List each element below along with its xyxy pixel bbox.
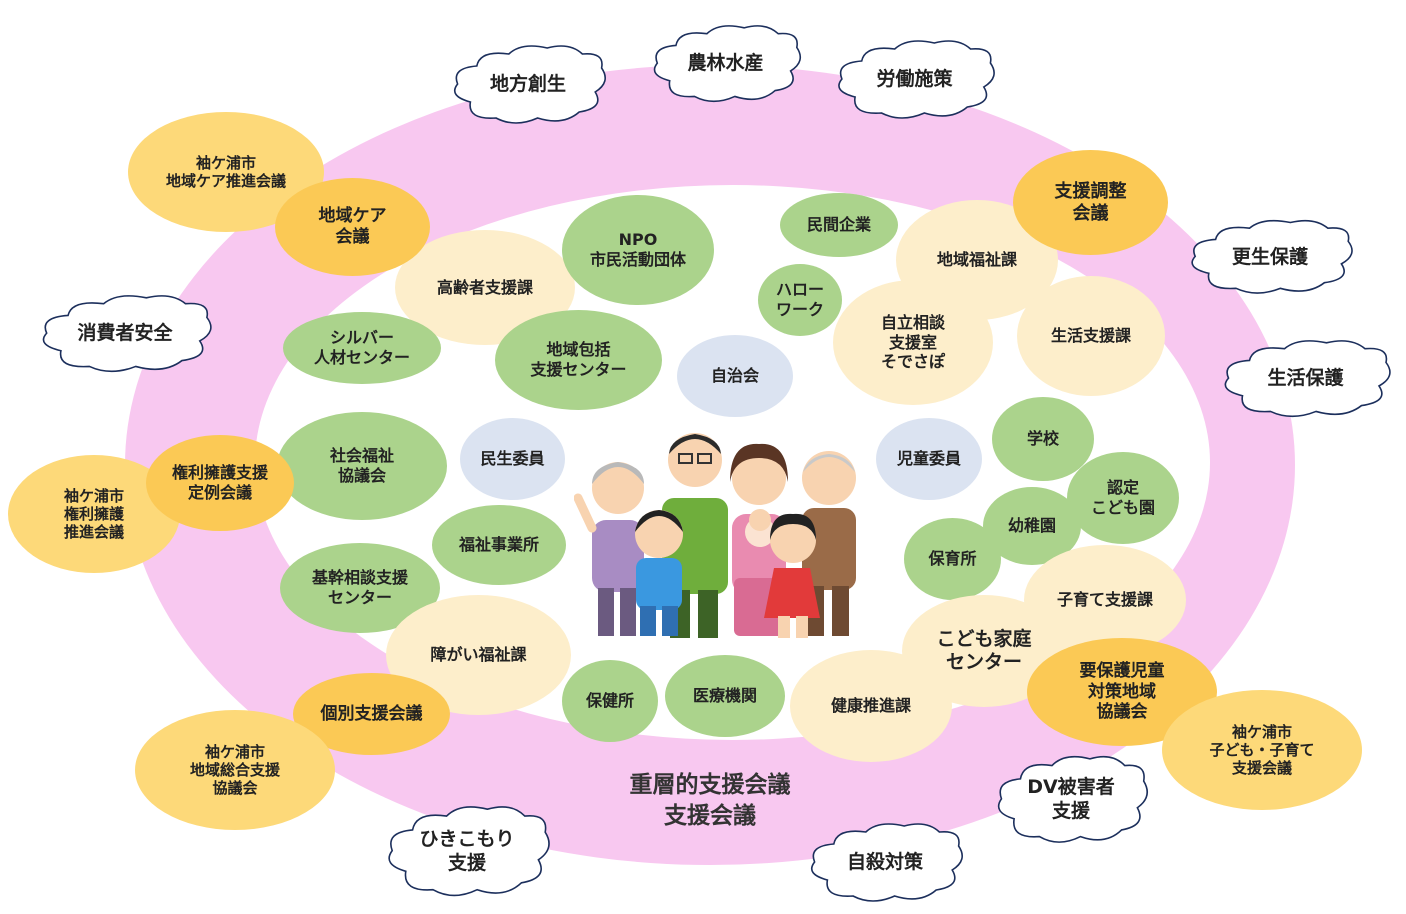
agency-iryou: 医療機関 bbox=[665, 655, 785, 737]
agency-label: 健康推進課 bbox=[830, 696, 911, 716]
agency-label: 学校 bbox=[1026, 429, 1059, 449]
daughter-figure bbox=[764, 513, 820, 638]
meeting-kenri-teirei: 権利擁護支援 定例会議 bbox=[146, 435, 294, 531]
agency-seikatsu-shien: 生活支援課 bbox=[1017, 276, 1165, 396]
agency-shakyou: 社会福祉 協議会 bbox=[277, 412, 447, 520]
cloud-kousei-hogo: 更生保護 bbox=[1185, 215, 1355, 300]
agency-label: 保育所 bbox=[928, 549, 977, 569]
cloud-label: 生活保護 bbox=[1267, 367, 1344, 390]
cloud-label: 農林水産 bbox=[687, 52, 764, 75]
agency-label: こども家庭 センター bbox=[936, 627, 1032, 673]
agency-label: 民間企業 bbox=[806, 215, 871, 235]
agency-label: 幼稚園 bbox=[1007, 516, 1056, 536]
agency-label: 自治会 bbox=[710, 366, 759, 386]
cloud-label: 自殺対策 bbox=[846, 851, 923, 874]
cloud-label: 更生保護 bbox=[1231, 245, 1308, 268]
agency-label: 地域福祉課 bbox=[936, 250, 1017, 270]
cloud-label: DV被害者 支援 bbox=[1027, 776, 1115, 822]
agency-label: 高齢者支援課 bbox=[436, 277, 533, 297]
agency-label: 児童委員 bbox=[896, 449, 961, 469]
meeting-label: 袖ケ浦市 地域ケア推進会議 bbox=[165, 153, 286, 190]
agency-jiritsu: 自立相談 支援室 そでさぽ bbox=[833, 280, 993, 405]
cloud-label: 地方創生 bbox=[489, 73, 566, 96]
meeting-label: 要保護児童 対策地域 協議会 bbox=[1079, 660, 1165, 723]
agency-hoikusho: 保育所 bbox=[904, 518, 1001, 600]
cloud-nourin-suisan: 農林水産 bbox=[648, 20, 803, 108]
cloud-jisatsu-taisaku: 自殺対策 bbox=[805, 818, 965, 908]
grandfather-figure bbox=[802, 451, 856, 636]
agency-label: 子育て支援課 bbox=[1056, 590, 1153, 610]
cloud-roudou-shisaku: 労働施策 bbox=[832, 35, 997, 125]
agency-hokenjo: 保健所 bbox=[562, 660, 658, 742]
cloud-label: 労働施策 bbox=[876, 68, 953, 91]
meeting-sougou-shien: 袖ケ浦市 地域総合支援 協議会 bbox=[135, 710, 335, 830]
agency-hello-work: ハロー ワーク bbox=[758, 264, 842, 336]
family-illustration bbox=[574, 433, 856, 638]
meeting-label: 権利擁護支援 定例会議 bbox=[171, 463, 268, 502]
mother-figure bbox=[730, 443, 788, 636]
cloud-shouhisha-anzen: 消費者安全 bbox=[36, 290, 214, 378]
agency-silver: シルバー 人材センター bbox=[283, 312, 441, 384]
agency-jidou-iin: 児童委員 bbox=[876, 418, 982, 500]
meeting-chiiki-care-kaigi: 地域ケア 会議 bbox=[275, 178, 430, 276]
meeting-caption: 重層的支援会議 支援会議 bbox=[629, 772, 791, 830]
cloud-hikikomori: ひきこもり 支援 bbox=[382, 800, 552, 904]
agency-label: 自立相談 支援室 そでさぽ bbox=[880, 313, 945, 372]
agency-label: 認定 こども園 bbox=[1090, 478, 1155, 517]
grandmother-figure bbox=[574, 462, 644, 636]
agency-label: 社会福祉 協議会 bbox=[329, 446, 394, 485]
agency-jichikai: 自治会 bbox=[677, 335, 793, 417]
agency-npo: NPO 市民活動団体 bbox=[562, 195, 714, 305]
cloud-dv-higaisha: DV被害者 支援 bbox=[992, 750, 1150, 850]
cloud-label: ひきこもり 支援 bbox=[419, 828, 515, 874]
cloud-seikatsu-hogo: 生活保護 bbox=[1218, 335, 1393, 423]
cloud-chihou-sousei: 地方創生 bbox=[448, 40, 608, 130]
son-figure bbox=[635, 510, 683, 636]
agency-kosodate: 子育て支援課 bbox=[1024, 545, 1186, 655]
meeting-kenri-suishin: 袖ケ浦市 権利擁護 推進会議 bbox=[8, 455, 180, 573]
agency-label: 民生委員 bbox=[480, 449, 545, 469]
meeting-label: 地域ケア 会議 bbox=[318, 206, 387, 247]
agency-label: 保健所 bbox=[585, 691, 634, 711]
agency-kenkou: 健康推進課 bbox=[790, 650, 952, 762]
meeting-label: 支援調整 会議 bbox=[1054, 180, 1127, 224]
agency-label: NPO 市民活動団体 bbox=[589, 230, 686, 269]
meeting-label: 袖ケ浦市 権利擁護 推進会議 bbox=[63, 486, 124, 542]
agency-label: 基幹相談支援 センター bbox=[311, 568, 408, 607]
agency-label: シルバー 人材センター bbox=[313, 328, 410, 367]
agency-label: 地域包括 支援センター bbox=[530, 340, 627, 379]
agency-label: 医療機関 bbox=[692, 686, 757, 706]
agency-gakkou: 学校 bbox=[992, 397, 1094, 481]
meeting-label: 袖ケ浦市 地域総合支援 協議会 bbox=[189, 742, 280, 798]
agency-houkatsu: 地域包括 支援センター bbox=[495, 310, 662, 410]
agency-label: ハロー ワーク bbox=[775, 280, 824, 319]
cloud-label: 消費者安全 bbox=[77, 322, 173, 345]
meeting-kodomo-kosodate: 袖ケ浦市 子ども・子育て 支援会議 bbox=[1162, 690, 1362, 810]
meeting-shien-chousei: 支援調整 会議 bbox=[1013, 150, 1168, 255]
agency-nintei: 認定 こども園 bbox=[1067, 452, 1179, 544]
agency-minsei: 民生委員 bbox=[460, 418, 565, 500]
meeting-label: 個別支援会議 bbox=[320, 703, 423, 724]
agency-label: 障がい福祉課 bbox=[430, 645, 527, 665]
meeting-label: 袖ケ浦市 子ども・子育て 支援会議 bbox=[1209, 722, 1315, 778]
agency-minkan-kigyou: 民間企業 bbox=[780, 193, 898, 257]
agency-label: 生活支援課 bbox=[1050, 326, 1131, 346]
agency-fukushi-jigyousho: 福祉事業所 bbox=[432, 505, 566, 585]
agency-label: 福祉事業所 bbox=[458, 535, 539, 555]
